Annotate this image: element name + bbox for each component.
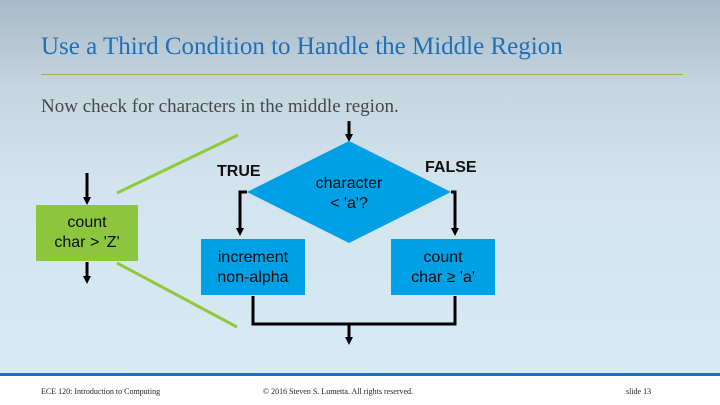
true-branch-line bbox=[236, 190, 247, 236]
false-label: FALSE bbox=[425, 159, 477, 176]
true-label: TRUE bbox=[217, 163, 261, 180]
zoom-line-top bbox=[116, 133, 239, 195]
false-box-label: count char ≥ 'a' bbox=[391, 248, 495, 288]
title-divider bbox=[41, 74, 683, 75]
false-branch-line bbox=[451, 190, 459, 236]
count-ge-a-box bbox=[391, 239, 495, 295]
merge-line bbox=[251, 296, 457, 326]
decision-label: character < 'a'? bbox=[289, 174, 409, 214]
decision-diamond bbox=[247, 141, 451, 243]
left-box-line1: count bbox=[67, 214, 107, 231]
slide-title: Use a Third Condition to Handle the Midd… bbox=[41, 33, 563, 60]
decision-line1: character bbox=[315, 175, 383, 192]
footer-copyright: © 2016 Steven S. Lumetta. All rights res… bbox=[263, 387, 414, 396]
footer-slide-number: slide 13 bbox=[626, 387, 652, 396]
footer-rule bbox=[0, 373, 720, 376]
decision-line2: < 'a'? bbox=[330, 195, 368, 212]
false-box-line1: count bbox=[423, 249, 463, 266]
left-box-line2: char > 'Z' bbox=[54, 234, 120, 251]
true-box-line1: increment bbox=[217, 249, 289, 266]
false-box-line2: char ≥ 'a' bbox=[411, 269, 475, 286]
footer-background bbox=[0, 376, 720, 405]
left-box-label: count char > 'Z' bbox=[36, 213, 138, 253]
footer-course: ECE 120: Introduction to Computing bbox=[41, 387, 161, 396]
zoom-line-bottom bbox=[116, 261, 238, 329]
slide-subtitle: Now check for characters in the middle r… bbox=[41, 96, 399, 117]
count-gt-z-box bbox=[36, 205, 138, 261]
true-box-line2: non-alpha bbox=[217, 269, 289, 286]
increment-non-alpha-box bbox=[201, 239, 305, 295]
true-box-label: increment non-alpha bbox=[201, 248, 305, 288]
